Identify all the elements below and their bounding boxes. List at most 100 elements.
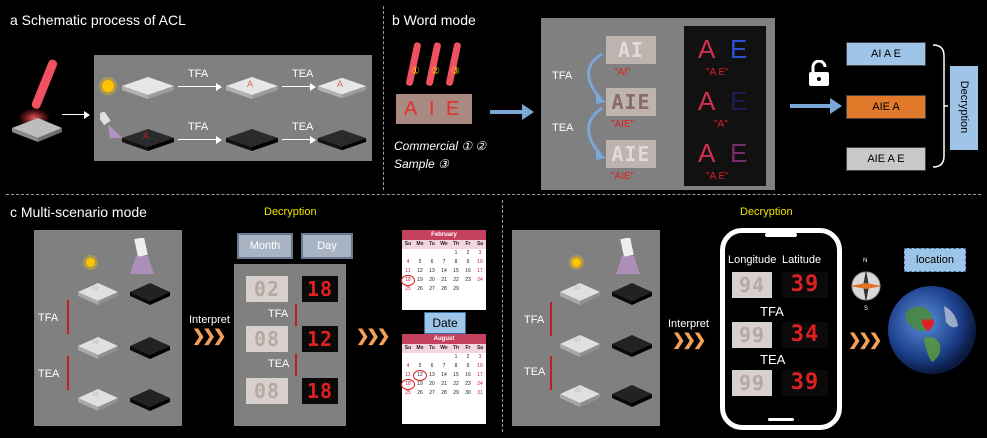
latitude-display: 39 bbox=[782, 370, 828, 396]
calendar-day: 1 bbox=[454, 250, 458, 256]
uv-flashlight-icon bbox=[616, 238, 640, 274]
calendar-day: 22 bbox=[453, 381, 459, 387]
tfa-label: TFA bbox=[760, 304, 784, 319]
sample-letter: I bbox=[429, 98, 435, 120]
calendar-day: 30 bbox=[465, 390, 471, 396]
divider-a-b bbox=[383, 6, 384, 190]
sample-letter: E bbox=[446, 98, 460, 120]
sample-slab bbox=[396, 94, 472, 124]
day-display: 18 bbox=[302, 378, 338, 404]
tile-number: 99 bbox=[574, 388, 581, 394]
phone-home-bar bbox=[768, 418, 794, 421]
word-label: "AIE" bbox=[611, 171, 635, 182]
longitude-display: 99 bbox=[732, 370, 772, 396]
chevrons-icon: ❯❯❯ bbox=[356, 328, 390, 345]
red-arrow-icon bbox=[295, 354, 297, 376]
tile-dark bbox=[317, 129, 367, 151]
calendar-day bbox=[402, 353, 414, 362]
calendar-day: 23 bbox=[465, 277, 471, 283]
red-arrow-icon bbox=[67, 356, 69, 390]
calendar-day: 21 bbox=[441, 381, 447, 387]
tile-light bbox=[122, 77, 174, 99]
decrypt-result-3: AIE A E bbox=[846, 147, 926, 171]
calendar-weekday: Su bbox=[402, 344, 414, 353]
word-label: "AIE" bbox=[611, 119, 635, 130]
tile-light bbox=[560, 335, 600, 357]
calendar-day: 6 bbox=[430, 363, 434, 369]
phone-notch bbox=[765, 233, 797, 237]
tube-mark: ② bbox=[431, 66, 440, 77]
decryption-label: Decryption bbox=[264, 206, 317, 218]
calendar-day: 26 bbox=[417, 390, 423, 396]
compass-icon bbox=[850, 270, 882, 302]
arrowhead-icon bbox=[216, 83, 222, 91]
bracket-icon bbox=[932, 44, 948, 168]
calendar-weekday: Tu bbox=[426, 240, 438, 249]
calendar-day: 15 bbox=[453, 268, 459, 274]
calendar-day: 29 bbox=[453, 390, 459, 396]
calendar-day: 10 bbox=[477, 259, 483, 265]
unlock-icon bbox=[809, 60, 829, 86]
calendar-day: 10 bbox=[477, 363, 483, 369]
calendar-weekday: Sa bbox=[474, 344, 486, 353]
tile-dark bbox=[612, 385, 652, 407]
sun-icon bbox=[102, 80, 114, 92]
calendar-day: 4 bbox=[406, 363, 410, 369]
tile-dark bbox=[130, 283, 170, 305]
calendar-day: 14 bbox=[441, 372, 447, 378]
calendar-weekday: Tu bbox=[426, 344, 438, 353]
day-display: 12 bbox=[302, 326, 338, 352]
sun-icon bbox=[86, 258, 95, 267]
calendar-weekday: Sa bbox=[474, 240, 486, 249]
latitude-label: Latitude bbox=[782, 254, 822, 266]
calendar-day: 18 bbox=[401, 379, 415, 390]
dark-letter: E bbox=[730, 86, 748, 116]
tile-number: 08 bbox=[92, 392, 99, 398]
interpret-label: Interpret bbox=[668, 318, 709, 330]
tile-dark bbox=[130, 389, 170, 411]
tfa-label: TFA bbox=[552, 70, 573, 82]
tfa-label: TFA bbox=[38, 312, 59, 324]
curved-arrows-icon bbox=[587, 52, 606, 160]
calendar-day: 24 bbox=[477, 381, 483, 387]
word-tile: AI bbox=[606, 36, 656, 64]
tfa-label: TFA bbox=[188, 68, 209, 80]
pen-tubes-icon bbox=[406, 42, 461, 86]
arrow-icon bbox=[178, 86, 218, 87]
sample-label: Sample ③ bbox=[394, 157, 449, 171]
calendar-day bbox=[402, 249, 414, 258]
tfa-label: TFA bbox=[188, 121, 209, 133]
sun-icon bbox=[572, 258, 581, 267]
tile-light bbox=[78, 337, 118, 359]
calendar-day: 9 bbox=[466, 363, 470, 369]
arrowhead-icon bbox=[84, 111, 90, 119]
calendar-day: 7 bbox=[442, 363, 446, 369]
calendar-day: 11 bbox=[405, 372, 411, 378]
arrow-right-icon bbox=[490, 104, 534, 120]
tile-light bbox=[78, 283, 118, 305]
tile-dark bbox=[130, 337, 170, 359]
arrow-icon bbox=[282, 86, 312, 87]
calendar-day: 8 bbox=[454, 259, 458, 265]
arrowhead-icon bbox=[310, 83, 316, 91]
tile-number: 94 bbox=[574, 286, 581, 292]
decryption-vertical-text: Decryption bbox=[958, 80, 970, 134]
calendar-weekday: Th bbox=[450, 240, 462, 249]
calendar-day bbox=[438, 249, 450, 258]
sample-letter: A bbox=[404, 98, 418, 120]
calendar-weekday: Fr bbox=[462, 240, 474, 249]
calendar-day: 13 bbox=[429, 372, 435, 378]
tile-light bbox=[317, 77, 367, 99]
uv-flashlight-icon bbox=[100, 112, 122, 138]
day-button: Day bbox=[301, 233, 353, 259]
panel-b-title: b Word mode bbox=[392, 12, 476, 28]
calendar-day bbox=[438, 353, 450, 362]
calendar-day: 9 bbox=[466, 259, 470, 265]
calendar-weekday: Fr bbox=[462, 344, 474, 353]
calendar-day: 3 bbox=[478, 354, 482, 360]
calendar-day: 17 bbox=[477, 372, 483, 378]
uv-pen-icon bbox=[12, 59, 62, 142]
calendar-weekday: Th bbox=[450, 344, 462, 353]
